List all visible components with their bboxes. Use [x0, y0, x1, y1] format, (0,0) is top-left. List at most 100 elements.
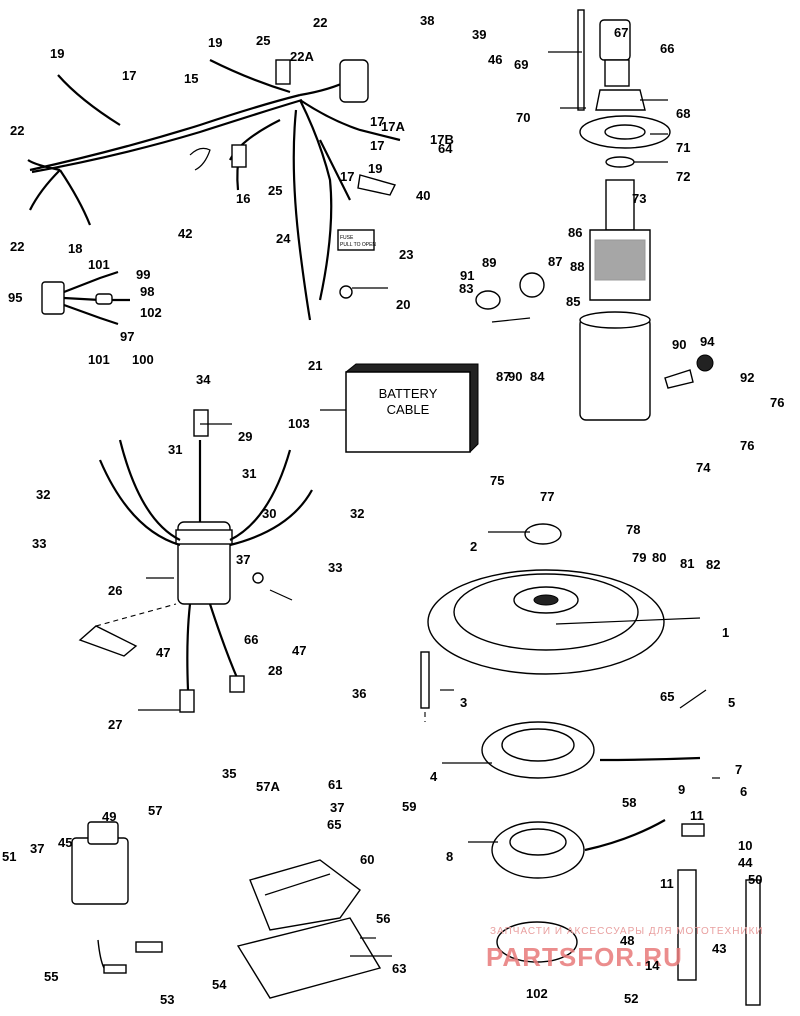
callout-26: 26	[108, 583, 122, 598]
callout-57A: 57A	[256, 779, 280, 794]
fuse-tag-line2: PULL TO OPEN	[340, 242, 376, 248]
callout-37: 37	[236, 552, 250, 567]
callout-57: 57	[148, 803, 162, 818]
callout-11: 11	[690, 808, 704, 823]
callout-71: 71	[676, 140, 690, 155]
callout-68: 68	[676, 106, 690, 121]
callout-27: 27	[108, 717, 122, 732]
callout-92: 92	[740, 370, 754, 385]
callout-101: 101	[88, 352, 110, 367]
callout-75: 75	[490, 473, 504, 488]
callout-23: 23	[399, 247, 413, 262]
callout-103: 103	[288, 416, 310, 431]
callout-37: 37	[30, 841, 44, 856]
callout-53: 53	[160, 992, 174, 1007]
callout-99: 99	[136, 267, 150, 282]
battery-cable-box: BATTERY CABLE	[345, 363, 479, 453]
battery-cable-line1: BATTERY	[379, 386, 438, 401]
callout-2: 2	[470, 539, 477, 554]
callout-49: 49	[102, 809, 116, 824]
callout-19: 19	[368, 161, 382, 176]
callout-31: 31	[168, 442, 182, 457]
callout-56: 56	[376, 911, 390, 926]
callout-45: 45	[58, 835, 72, 850]
callout-16: 16	[236, 191, 250, 206]
callout-22: 22	[10, 123, 24, 138]
callout-28: 28	[268, 663, 282, 678]
callout-88: 88	[570, 259, 584, 274]
part-number-callouts: 1234567891011111415161717171717A17B18191…	[2, 13, 784, 1007]
callout-81: 81	[680, 556, 694, 571]
wiring-harness: FUSE PULL TO OPEN	[27, 59, 401, 321]
callout-48: 48	[620, 933, 634, 948]
coil-module-assembly	[71, 821, 382, 999]
callout-60: 60	[360, 852, 374, 867]
watermark-small: ЗАПЧАСТИ И АКСЕССУАРЫ ДЛЯ МОТОТЕХНИКИ	[490, 926, 764, 937]
callout-94: 94	[700, 334, 715, 349]
callout-95: 95	[8, 290, 22, 305]
callout-43: 43	[712, 941, 726, 956]
callout-97: 97	[120, 329, 134, 344]
callout-11: 11	[660, 876, 674, 891]
callout-24: 24	[276, 231, 291, 246]
callout-34: 34	[196, 372, 211, 387]
callout-79: 79	[632, 550, 646, 565]
callout-86: 86	[568, 225, 582, 240]
callout-9: 9	[678, 782, 685, 797]
callout-77: 77	[540, 489, 554, 504]
callout-32: 32	[350, 506, 364, 521]
callout-70: 70	[516, 110, 530, 125]
callout-31: 31	[242, 466, 256, 481]
callout-33: 33	[32, 536, 46, 551]
callout-76: 76	[770, 395, 784, 410]
callout-33: 33	[328, 560, 342, 575]
callout-102: 102	[140, 305, 162, 320]
callout-89: 89	[482, 255, 496, 270]
callout-61: 61	[328, 777, 342, 792]
callout-84: 84	[530, 369, 545, 384]
callout-51: 51	[2, 849, 16, 864]
callout-76: 76	[740, 438, 754, 453]
callout-66: 66	[660, 41, 674, 56]
callout-101: 101	[88, 257, 110, 272]
starter-motor-assembly	[475, 9, 714, 421]
callout-47: 47	[292, 643, 306, 658]
callout-83: 83	[459, 281, 473, 296]
fuse-tag-line1: FUSE	[340, 235, 354, 241]
callout-64: 64	[438, 141, 453, 156]
callout-55: 55	[44, 969, 58, 984]
callout-3: 3	[460, 695, 467, 710]
callout-47: 47	[156, 645, 170, 660]
callout-25: 25	[268, 183, 282, 198]
callout-35: 35	[222, 766, 236, 781]
callout-17: 17	[370, 138, 384, 153]
callout-66: 66	[244, 632, 258, 647]
callout-87: 87	[496, 369, 510, 384]
callout-17: 17	[340, 169, 354, 184]
callout-18: 18	[68, 241, 82, 256]
callout-72: 72	[676, 169, 690, 184]
callout-98: 98	[140, 284, 154, 299]
watermark: ЗАПЧАСТИ И АКСЕССУАРЫ ДЛЯ МОТОТЕХНИКИ PA…	[486, 926, 764, 972]
callout-38: 38	[420, 13, 434, 28]
callout-69: 69	[514, 57, 528, 72]
callout-85: 85	[566, 294, 580, 309]
callout-8: 8	[446, 849, 453, 864]
callout-29: 29	[238, 429, 252, 444]
callout-37: 37	[330, 800, 344, 815]
callout-90: 90	[672, 337, 686, 352]
callout-19: 19	[50, 46, 64, 61]
callout-78: 78	[626, 522, 640, 537]
callout-50: 50	[748, 872, 762, 887]
callout-46: 46	[488, 52, 502, 67]
callout-22: 22	[10, 239, 24, 254]
callout-52: 52	[624, 991, 638, 1006]
callout-20: 20	[396, 297, 410, 312]
callout-44: 44	[738, 855, 753, 870]
callout-4: 4	[430, 769, 438, 784]
callout-32: 32	[36, 487, 50, 502]
callout-17: 17	[122, 68, 136, 83]
callout-87: 87	[548, 254, 562, 269]
callout-25: 25	[256, 33, 270, 48]
